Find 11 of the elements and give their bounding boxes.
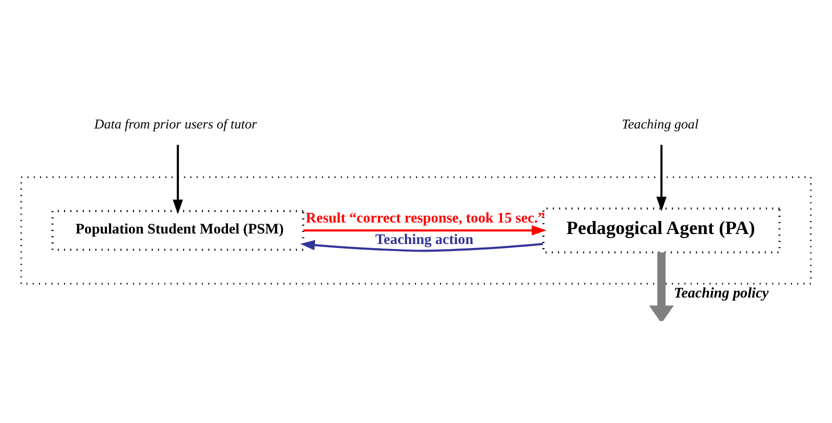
node-box: Population Student Model (PSM) [51,210,304,250]
arrow [303,224,546,236]
arrow [656,144,667,211]
arrow [300,240,544,252]
arrow [172,144,183,214]
node-text: Data from prior users of tutor [94,116,257,131]
edge-label: Teaching policy [674,284,769,301]
edge-label: Teaching action [375,232,474,248]
cluster [20,176,812,284]
arrow [649,252,674,320]
node-text: Teaching goal [622,116,698,131]
